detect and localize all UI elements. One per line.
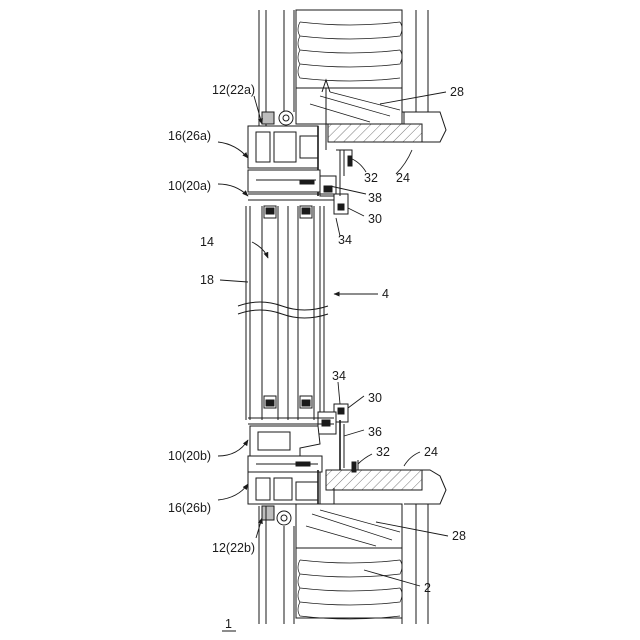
label-28-bottom: 28 bbox=[452, 529, 466, 543]
label-14: 14 bbox=[200, 235, 214, 249]
label-16-26a: 16(26a) bbox=[168, 129, 211, 143]
label-24-top: 24 bbox=[396, 171, 410, 185]
label-24-bottom: 24 bbox=[424, 445, 438, 459]
label-4: 4 bbox=[382, 287, 389, 301]
label-10-20b: 10(20b) bbox=[168, 449, 211, 463]
label-2: 2 bbox=[424, 581, 431, 595]
label-32-top: 32 bbox=[364, 171, 378, 185]
label-10-20a: 10(20a) bbox=[168, 179, 211, 193]
label-36: 36 bbox=[368, 425, 382, 439]
label-34-top: 34 bbox=[338, 233, 352, 247]
label-18: 18 bbox=[200, 273, 214, 287]
label-38: 38 bbox=[368, 191, 382, 205]
label-30-bottom: 30 bbox=[368, 391, 382, 405]
label-12-22a: 12(22a) bbox=[212, 83, 255, 97]
label-30-top: 30 bbox=[368, 212, 382, 226]
label-16-26b: 16(26b) bbox=[168, 501, 211, 515]
label-32-bottom: 32 bbox=[376, 445, 390, 459]
label-34-bottom: 34 bbox=[332, 369, 346, 383]
figure-number: 1 bbox=[225, 617, 232, 631]
label-12-22b: 12(22b) bbox=[212, 541, 255, 555]
label-28-top: 28 bbox=[450, 85, 464, 99]
glazing-unit bbox=[238, 206, 328, 420]
